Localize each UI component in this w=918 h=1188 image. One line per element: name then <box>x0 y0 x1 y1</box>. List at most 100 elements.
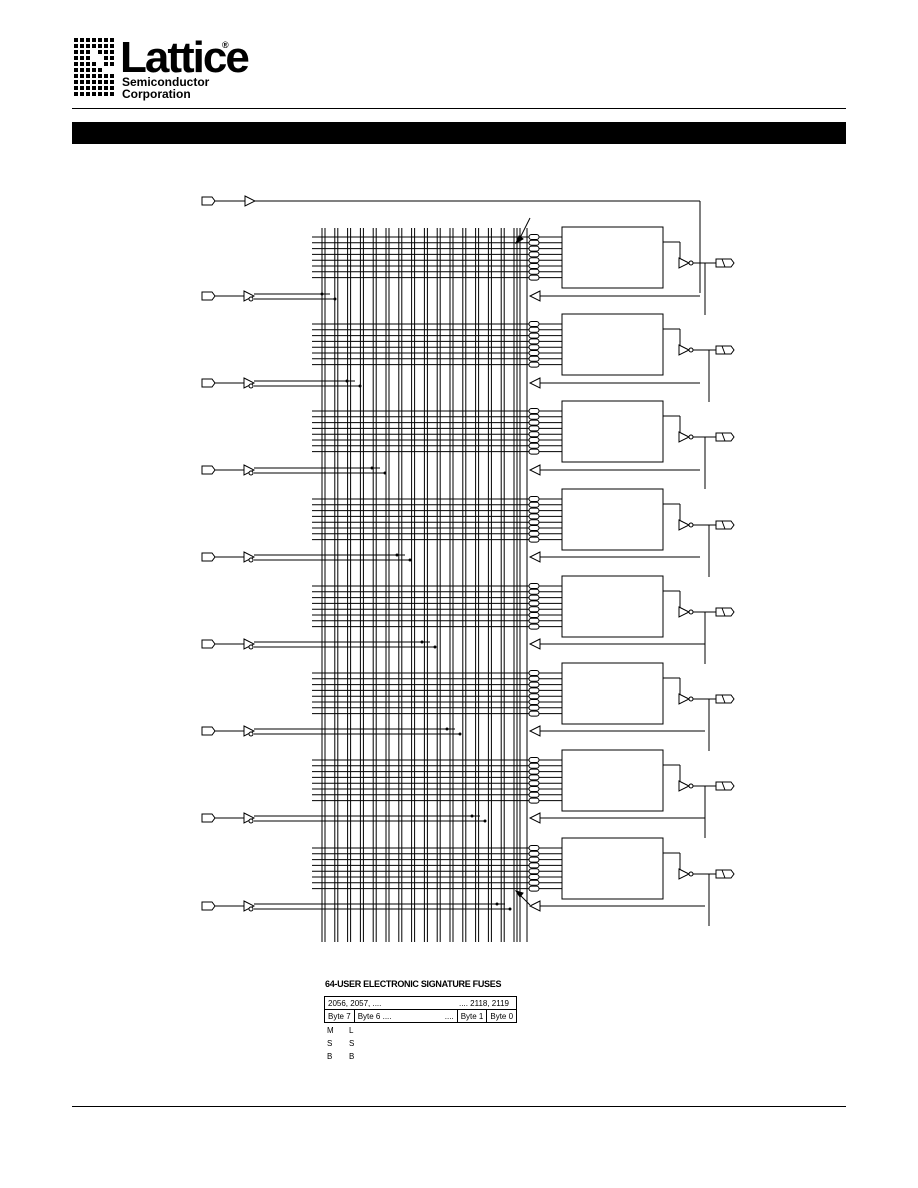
msb-legend: M S B <box>327 1024 334 1063</box>
byte0-cell: Byte 0 <box>486 1009 518 1023</box>
and-gate-icon <box>528 845 540 851</box>
pin-hatch <box>721 781 726 791</box>
msb-letter: M <box>327 1026 334 1035</box>
input-pin-icon <box>201 552 216 562</box>
olmc-block <box>561 488 664 551</box>
lsb-letter: B <box>349 1052 355 1061</box>
output-pin-icon <box>715 258 735 268</box>
and-gate-icon <box>528 274 540 281</box>
inverter-bubble-icon <box>688 609 694 615</box>
byte7-cell: Byte 7 <box>324 1009 355 1023</box>
junction-dot <box>458 732 462 736</box>
feedback-buffer-icon <box>528 290 541 302</box>
and-gate-icon <box>528 361 540 368</box>
junction-dot <box>483 819 487 823</box>
signature-fuse-table: 2056, 2057, .... .... 2118, 2119 Byte 7 … <box>323 996 518 1023</box>
and-gate-icon <box>528 263 540 269</box>
junction-dot <box>470 814 474 818</box>
inverter-bubble-icon <box>248 731 254 737</box>
junction-dot <box>445 727 449 731</box>
clock-buffer-icon <box>244 195 257 207</box>
and-gate-icon <box>528 699 540 705</box>
feedback-buffer-icon <box>528 725 541 737</box>
and-gate-icon <box>528 710 540 717</box>
output-pin-icon <box>715 694 735 704</box>
byte-middle-cell: Byte 6 .... .... <box>353 1009 458 1023</box>
junction-dot <box>333 297 337 301</box>
junction-dot <box>395 553 399 557</box>
and-gate-icon <box>528 704 540 711</box>
and-gate-icon <box>528 251 540 258</box>
byte1-cell: Byte 1 <box>456 1009 488 1023</box>
and-gate-icon <box>528 268 540 275</box>
and-gate-icon <box>528 757 540 763</box>
and-gate-icon <box>528 797 540 804</box>
arrow-head-icon <box>514 890 524 898</box>
feedback-buffer-icon <box>528 377 541 389</box>
title-bar <box>72 122 846 144</box>
and-gate-icon <box>528 530 540 537</box>
lattice-logo: Lattice ® Semiconductor Corporation <box>70 36 250 104</box>
and-gate-icon <box>528 408 540 414</box>
inverter-bubble-icon <box>248 383 254 389</box>
signature-fuses-title: 64-USER ELECTRONIC SIGNATURE FUSES <box>325 979 502 989</box>
and-gate-icon <box>528 675 540 682</box>
inverter-bubble-icon <box>248 296 254 302</box>
and-gate-icon <box>528 681 540 688</box>
input-pin-icon <box>201 639 216 649</box>
lsb-legend: L S B <box>349 1024 354 1063</box>
fuse-range-start: 2056, 2057, .... <box>328 998 382 1008</box>
arrow-head-icon <box>514 235 524 245</box>
inverter-bubble-icon <box>688 696 694 702</box>
inverter-bubble-icon <box>248 644 254 650</box>
footer-rule <box>72 1106 846 1107</box>
output-buffer-icon <box>678 868 691 880</box>
olmc-block <box>561 226 664 289</box>
logo-wordmark: Lattice <box>120 33 250 82</box>
output-buffer-icon <box>678 344 691 356</box>
and-gate-icon <box>528 332 540 339</box>
byte6-label: Byte 6 .... <box>357 1011 392 1021</box>
msb-letter: S <box>327 1039 333 1048</box>
inverter-bubble-icon <box>688 434 694 440</box>
and-gate-icon <box>528 874 540 880</box>
output-pin-icon <box>715 520 735 530</box>
and-gate-icon <box>528 594 540 601</box>
input-pin-icon <box>201 901 216 911</box>
and-gate-icon <box>528 413 540 420</box>
and-gate-icon <box>528 425 540 432</box>
and-gate-icon <box>528 868 540 875</box>
and-gate-icon <box>528 862 540 869</box>
and-gate-icon <box>528 600 540 607</box>
and-gate-icon <box>528 321 540 327</box>
and-gate-icon <box>528 338 540 345</box>
and-gate-icon <box>528 791 540 798</box>
and-gate-icon <box>528 245 540 252</box>
header-rule <box>72 108 846 109</box>
inverter-bubble-icon <box>248 470 254 476</box>
input-pin-icon <box>201 378 216 388</box>
and-gate-icon <box>528 234 540 240</box>
pointer-arrow <box>518 217 531 241</box>
pin-hatch <box>721 258 726 268</box>
junction-dot <box>345 379 349 383</box>
output-buffer-icon <box>678 780 691 792</box>
and-gate-icon <box>528 762 540 769</box>
output-pin-icon <box>715 781 735 791</box>
fuse-range-end: .... 2118, 2119 <box>459 998 509 1008</box>
and-gate-icon <box>528 606 540 613</box>
logo-subtitle-corporation: Corporation <box>122 87 191 101</box>
and-gate-icon <box>528 612 540 618</box>
pin-hatch <box>721 432 726 442</box>
output-pin-icon <box>715 432 735 442</box>
pin-hatch <box>721 869 726 879</box>
and-gate-icon <box>528 344 540 351</box>
msb-letter: B <box>327 1052 333 1061</box>
input-pin-icon <box>201 465 216 475</box>
junction-dot <box>508 907 512 911</box>
junction-dot <box>408 558 412 562</box>
olmc-block <box>561 575 664 638</box>
and-gate-icon <box>528 525 540 531</box>
and-gate-icon <box>528 623 540 630</box>
